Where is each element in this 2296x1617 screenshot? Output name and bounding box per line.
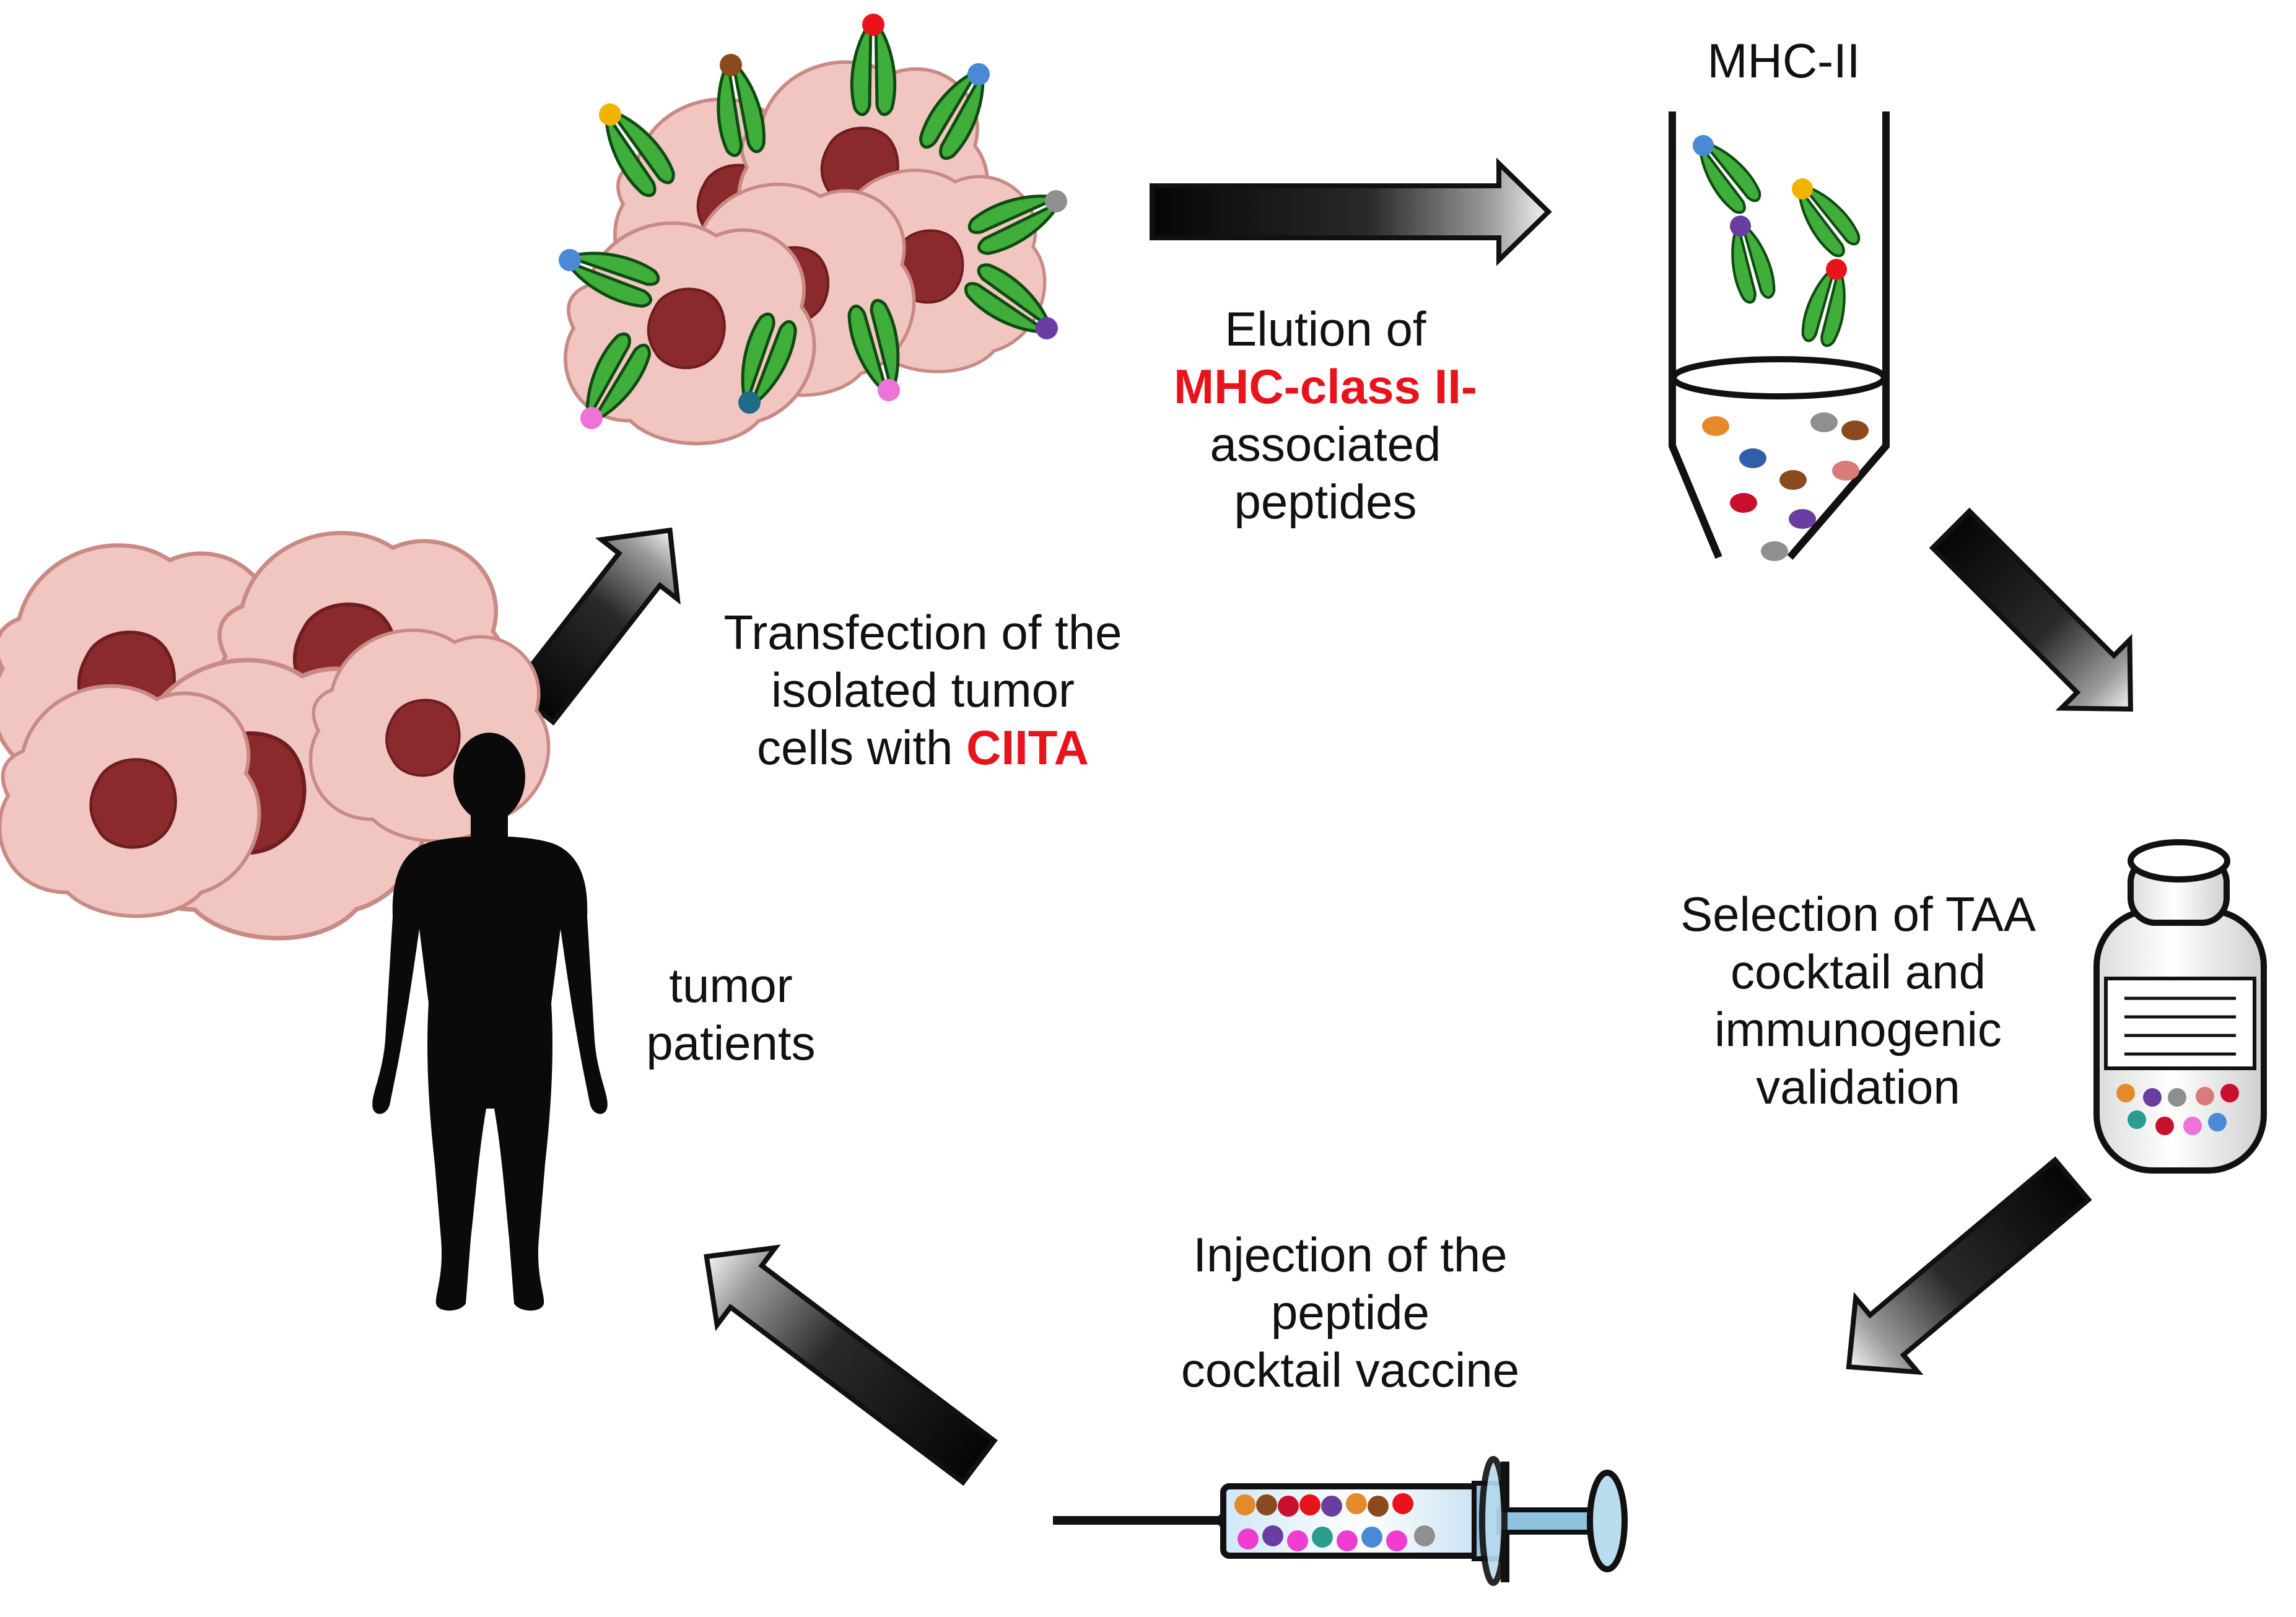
peptide-vial: [2093, 839, 2267, 1174]
injection-line1: Injection of the: [1193, 1227, 1508, 1282]
elution-line1: Elution of: [1224, 302, 1426, 356]
injection-label: Injection of the peptide cocktail vaccin…: [1115, 1226, 1586, 1399]
transfection-line3-highlight: CIITA: [966, 720, 1089, 775]
injection-line3: cocktail vaccine: [1181, 1343, 1520, 1397]
selection-line3: immunogenic: [1714, 1002, 2002, 1057]
selection-line1: Selection of TAA: [1680, 887, 2036, 941]
selection-line2: cocktail and: [1731, 944, 1986, 999]
patients-label: tumor patients: [619, 957, 842, 1072]
transfection-label: Transfection of the isolated tumor cells…: [681, 604, 1164, 777]
selection-line4: validation: [1756, 1060, 1960, 1114]
transfection-line2: isolated tumor: [771, 663, 1075, 717]
arrow-to-tube: [1150, 157, 1552, 266]
ciita-transfected-cells: [552, 14, 1075, 443]
patients-line1: tumor: [669, 958, 793, 1013]
transfection-line3-prefix: cells with: [757, 720, 967, 775]
mhc-ii-molecules: [552, 14, 1075, 438]
selection-label: Selection of TAA cocktail and immunogeni…: [1623, 886, 2093, 1116]
eluted-peptides: [1702, 412, 1869, 561]
elution-column: [1669, 111, 1890, 561]
arrow-to-bottle: [1929, 507, 2133, 712]
elution-line2: MHC-class II-: [1174, 359, 1477, 414]
syringe-peptides: [1234, 1493, 1435, 1551]
tube-label: MHC-II: [1708, 33, 1861, 88]
transfection-line3: cells with CIITA: [681, 719, 1164, 777]
injection-line2: peptide: [1271, 1285, 1430, 1340]
syringe: [1053, 1456, 1628, 1586]
arrow-to-patient: [704, 1244, 998, 1486]
arrow-to-syringe: [1846, 1156, 2092, 1375]
patient-silhouette: [372, 733, 608, 1311]
elution-line4: peptides: [1234, 474, 1417, 529]
transfection-line1: Transfection of the: [723, 605, 1122, 660]
elution-line3: associated: [1210, 417, 1441, 471]
vial-peptides: [2116, 1084, 2239, 1135]
arrow-to-cells: [509, 527, 681, 726]
patients-line2: patients: [646, 1016, 816, 1070]
elution-label: Elution of MHC-class II- associated pept…: [1146, 300, 1505, 531]
